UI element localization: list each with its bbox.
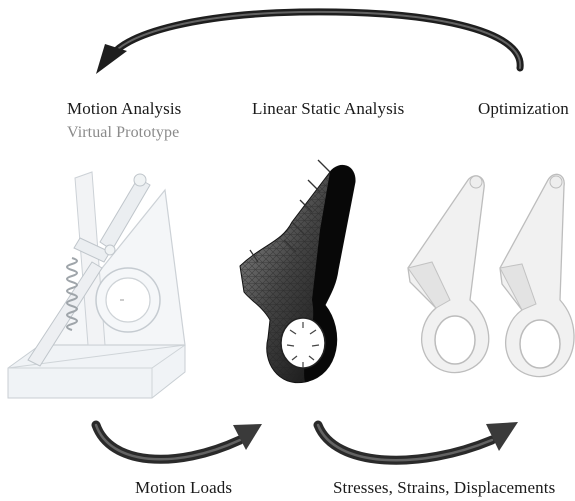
motion-loads-arrow (96, 424, 262, 459)
stresses-strains-displacements-label: Stresses, Strains, Displacements (333, 478, 555, 498)
virtual-prototype-label: Virtual Prototype (67, 124, 179, 142)
optimization-label: Optimization (478, 99, 569, 119)
feedback-arrow (96, 12, 520, 74)
motion-loads-label: Motion Loads (135, 478, 232, 498)
fea-mesh-image (240, 160, 355, 383)
optimized-part-2-image (500, 174, 574, 376)
motion-analysis-label: Motion Analysis (67, 99, 181, 119)
virtual-prototype-image (8, 172, 185, 398)
linear-static-analysis-label: Linear Static Analysis (252, 99, 404, 119)
optimized-part-1-image (408, 176, 489, 373)
stresses-arrow (318, 422, 518, 460)
